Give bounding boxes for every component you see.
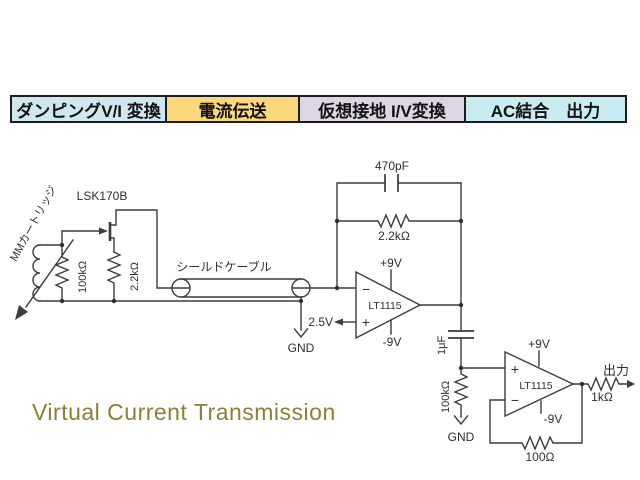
label-vminus1: -9V [383,335,402,349]
opamp1-minus-input: − [362,281,370,297]
label-r-fb2: 100Ω [526,450,555,464]
label-opamp1: LT1115 [368,300,401,312]
label-vplus2: +9V [528,337,550,351]
opamp2-triangle [504,350,575,418]
input-network: 100kΩ [39,227,302,302]
slide-title: Virtual Current Transmission [32,399,336,425]
ground-symbol-1: GND [288,296,315,355]
label-cap-out: 1μF [436,336,448,355]
stage-current-transmission: 電流伝送 [165,95,300,123]
label-cable: シールドケーブル [176,259,271,274]
signal-stage-banner: ダンピングV/I 変換 電流伝送 仮想接地 I/V変換 AC結合 出力 [10,95,629,123]
gnd-arrow-icon-2 [453,415,469,426]
stage-damping-vi-conversion: ダンピングV/I 変換 [10,95,167,123]
coil-icon [32,244,41,302]
label-gnd2: GND [448,430,475,444]
resistor-2k2-source [106,251,122,302]
jfet-source-wire [109,237,115,253]
stage-virtual-ground-iv-conversion: 仮想接地 I/V変換 [298,95,466,123]
stage-ac-coupled-output: AC結合 出力 [464,95,627,123]
capacitor-470pf-icon [384,174,399,192]
label-vminus2: -9V [544,412,563,426]
opamp2-symbol: + − LT1115 +9V -9V 100Ω [489,337,583,464]
capacitor-1uf-icon [448,330,474,339]
resistor-1k-output [572,376,628,392]
opamp1-symbol: − + LT1115 +9V -9V 2.5V [308,256,462,349]
input-network-2: 100kΩ GND [440,367,506,444]
resistor-100k-gate [54,244,70,302]
label-vplus1: +9V [380,256,402,270]
label-gnd1: GND [288,341,315,355]
resistor-100-feedback [489,383,583,451]
label-r-out: 1kΩ [591,390,613,404]
opamp2-minus-input: − [511,392,519,408]
label-opamp2: LT1115 [519,380,552,392]
jfet-symbol: 2.2kΩ LSK170B [77,189,173,302]
resistor-100k-ground [453,367,469,418]
opamp1-triangle [355,270,422,340]
label-cap-fb: 470pF [375,159,409,173]
vref-arrow-icon [334,318,343,326]
feedback-network-1: 470pF 2.2kΩ [336,159,462,306]
label-output: 出力 [603,363,629,378]
cantilever-line [25,239,74,308]
stylus-arrow-icon [15,305,28,320]
output-arrow-icon [627,380,635,388]
jfet-drain-wire [109,209,173,289]
jfet-gate-arrow-icon [99,227,108,235]
label-r-fb: 2.2kΩ [378,229,410,243]
junction-dots [59,218,585,387]
shielded-cable-symbol: シールドケーブル [171,259,357,298]
coupling-capacitor-1uf: 1μF [436,304,474,369]
resistor-2k2-feedback [336,213,462,229]
opamp1-plus-input: + [362,314,370,330]
label-jfet: LSK170B [77,189,128,203]
label-r-gate: 100kΩ [77,261,89,293]
label-r-in2: 100kΩ [440,381,452,413]
opamp2-plus-input: + [511,361,519,377]
label-r-source: 2.2kΩ [129,262,141,291]
output-network: 1kΩ 出力 [572,363,635,404]
gnd-arrow-icon [293,328,309,339]
label-vref: 2.5V [308,315,333,329]
